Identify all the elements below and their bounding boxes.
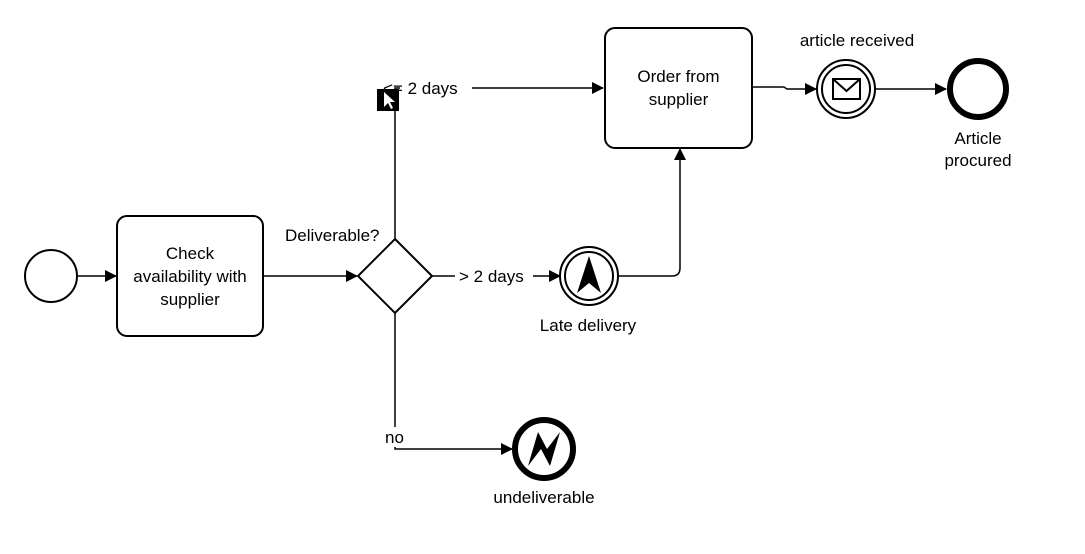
flow-label-no: no xyxy=(385,428,404,447)
flow-order-to-message[interactable] xyxy=(752,83,817,95)
late-delivery-label: Late delivery xyxy=(540,316,637,335)
error-event-label: undeliverable xyxy=(493,488,594,507)
message-event[interactable] xyxy=(816,59,876,119)
task-check-line-2: availability with xyxy=(133,266,247,286)
flow-gateway-to-error[interactable] xyxy=(394,313,513,455)
task-check-line-3: supplier xyxy=(160,289,220,309)
late-delivery-event[interactable] xyxy=(559,246,619,306)
envelope-icon xyxy=(832,78,861,100)
gateway-label: Deliverable? xyxy=(285,226,380,245)
task-order-from-supplier[interactable] xyxy=(604,27,753,149)
flow-label-long: > 2 days xyxy=(459,267,524,286)
task-check-line-1: Check xyxy=(165,243,215,263)
error-icon xyxy=(528,432,560,466)
error-end-event[interactable] xyxy=(512,417,576,481)
exclusive-gateway[interactable] xyxy=(356,237,434,315)
task-order-line-2: supplier xyxy=(648,90,709,109)
cursor-icon xyxy=(377,89,399,111)
flow-gateway-to-order[interactable] xyxy=(394,82,604,239)
flow-late-to-order[interactable] xyxy=(618,148,686,277)
end-event[interactable] xyxy=(947,58,1009,120)
escalation-icon xyxy=(577,256,601,293)
flow-label-short: <= 2 days xyxy=(383,79,458,98)
task-order-line-1: Order from xyxy=(637,67,720,86)
message-event-label: article received xyxy=(800,31,914,50)
start-event[interactable] xyxy=(24,249,78,303)
end-event-label-1: Article xyxy=(954,129,1001,148)
end-event-label-2: procured xyxy=(944,151,1011,170)
